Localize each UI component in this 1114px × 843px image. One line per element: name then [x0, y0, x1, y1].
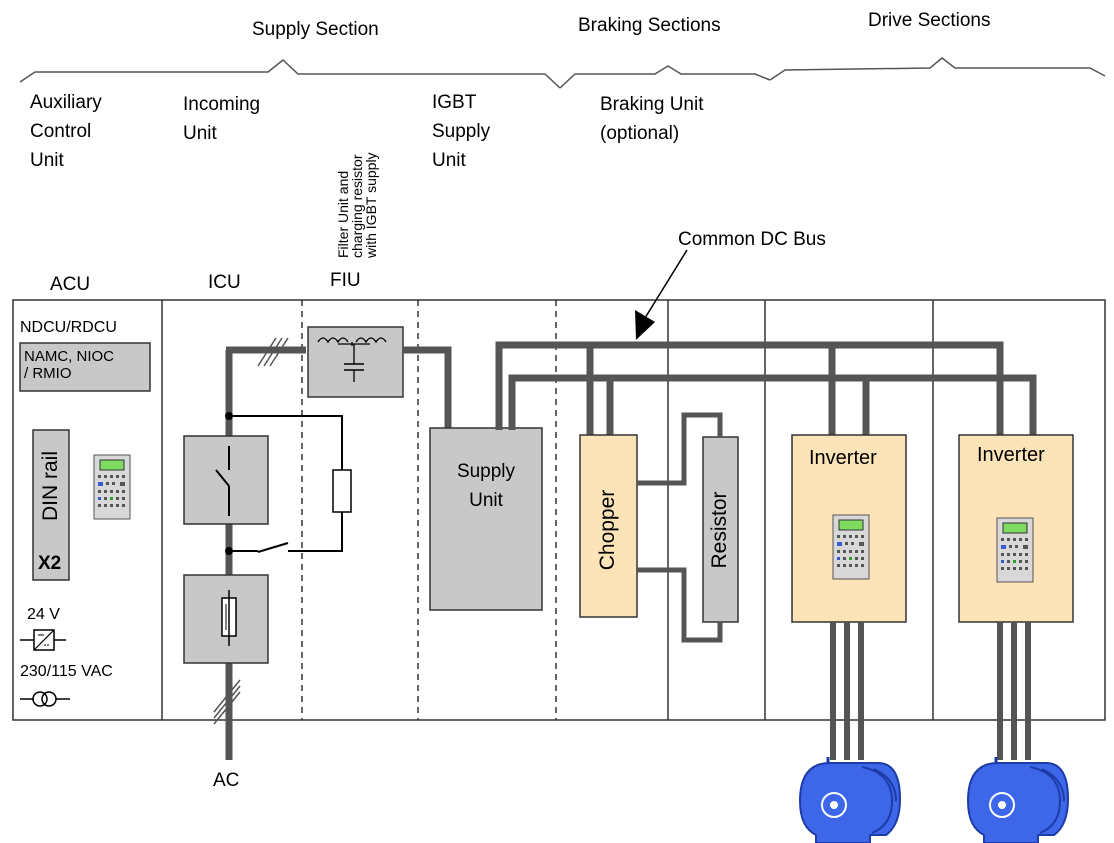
namc-label: NAMC, NIOC/ RMIO [24, 348, 114, 382]
fuse-block [183, 574, 269, 664]
acu-control-panel-icon [93, 454, 131, 520]
x2-label: X2 [38, 553, 62, 574]
dc-bus-arrowhead [635, 310, 655, 340]
switch-blade [215, 469, 230, 487]
charging-circuit-line [229, 415, 343, 470]
drive-section-brace [769, 57, 1106, 81]
namc-box [19, 342, 151, 392]
motor-1-icon [798, 755, 902, 843]
chopper-label: Chopper [596, 489, 619, 571]
supply-section-title: Supply Section [252, 19, 379, 40]
motor-1-cables [830, 622, 864, 760]
charging-switch [257, 542, 289, 553]
dc-bus-upper [495, 341, 1004, 435]
transformer-icon [20, 691, 70, 707]
dc-converter-icon [20, 629, 66, 651]
filter-to-supply-line [403, 346, 452, 430]
inverter-2-panel-icon [996, 517, 1034, 583]
icu-label: ICU [208, 272, 241, 293]
acu-label: ACU [50, 274, 91, 295]
ac-label: AC [213, 770, 240, 791]
230-115vac-label: 230/115 VAC [20, 663, 113, 680]
chopper-resistor-bottom-line [637, 567, 723, 643]
braking-sections-title: Braking Sections [578, 15, 721, 36]
fiu-label: FIU [330, 270, 361, 291]
three-phase-mark-bottom [213, 679, 241, 725]
24v-label: 24 V [27, 606, 60, 623]
din-rail-box [32, 429, 70, 581]
dc-bus-arrow-line [644, 249, 688, 319]
braking-unit-label: Braking Unit(optional) [600, 94, 704, 144]
motor-2-icon [966, 755, 1070, 843]
resistor-label: Resistor [708, 491, 731, 569]
chopper-block [579, 434, 638, 618]
dc-bus-lower [508, 374, 1037, 435]
charging-resistor-icon [332, 469, 352, 513]
braking-section-brace [559, 65, 771, 89]
main-switch-block [183, 435, 269, 525]
drive-sections-title: Drive Sections [868, 10, 991, 31]
supply-section-brace [19, 59, 561, 89]
supply-unit-block [429, 427, 543, 611]
inverter-2-label: Inverter [977, 444, 1045, 466]
three-phase-mark-top [257, 337, 289, 367]
inverter-1-panel-icon [832, 514, 870, 580]
ndcu-label: NDCU/RDCU [20, 319, 117, 336]
inverter-1-label: Inverter [809, 447, 877, 469]
common-dc-bus-label: Common DC Bus [678, 229, 826, 250]
chopper-resistor-top-line [637, 412, 723, 486]
din-rail-label: DIN rail [39, 451, 62, 522]
cabinet-outline [12, 299, 1106, 721]
motor-2-cables [997, 622, 1031, 760]
